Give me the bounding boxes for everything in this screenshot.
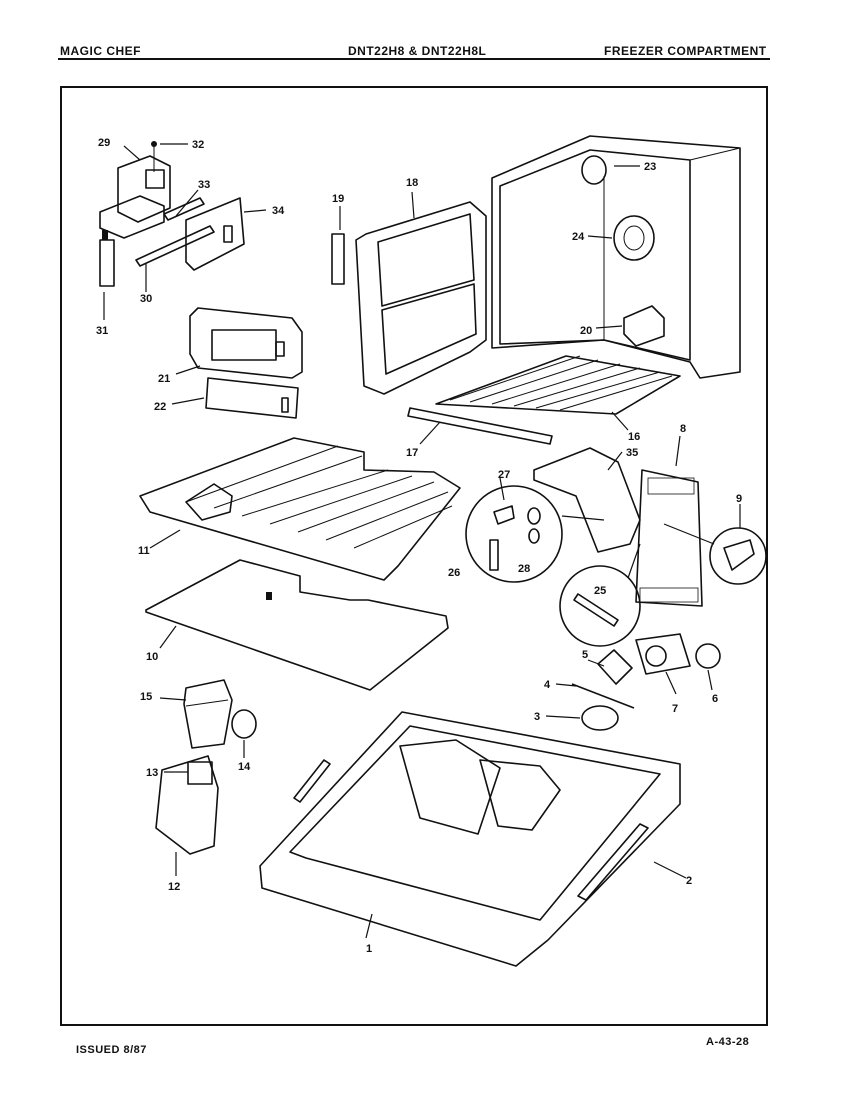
callout-15: 15	[140, 691, 152, 703]
callout-14: 14	[238, 761, 251, 773]
callout-26: 26	[448, 567, 460, 579]
detail-circle-9	[709, 527, 767, 585]
callout-27: 27	[498, 469, 510, 481]
callout-22: 22	[154, 401, 166, 413]
issue-date: ISSUED 8/87	[76, 1044, 147, 1056]
callout-25: 25	[594, 585, 606, 597]
air-duct	[533, 447, 641, 553]
callout-16: 16	[628, 431, 640, 443]
callout-23: 23	[644, 161, 656, 173]
insulation-pad	[145, 559, 449, 691]
callout-2: 2	[686, 875, 692, 887]
callout-labels: 1 2 3 4 5 6 7 8 9 10 11 12 13 14 15 16 1…	[96, 137, 742, 955]
callout-9: 9	[736, 493, 742, 505]
freezer-door-liner	[331, 201, 487, 395]
control-housing	[189, 307, 303, 419]
section-title: FREEZER COMPARTMENT	[604, 44, 767, 58]
brand-label: MAGIC CHEF	[60, 44, 141, 58]
callout-6: 6	[712, 693, 718, 705]
callout-31: 31	[96, 325, 108, 337]
callout-11: 11	[138, 545, 150, 557]
callout-1: 1	[366, 943, 372, 955]
freezer-floor-shelf	[139, 437, 461, 581]
callout-21: 21	[158, 373, 170, 385]
callout-24: 24	[572, 231, 585, 243]
callout-4: 4	[544, 679, 551, 691]
callout-18: 18	[406, 177, 418, 189]
freezer-pan-base	[259, 711, 681, 967]
damper-control-parts	[155, 679, 257, 855]
callout-8: 8	[680, 423, 686, 435]
detail-circle-26-28	[465, 485, 605, 583]
callout-5: 5	[582, 649, 588, 661]
callout-7: 7	[672, 703, 678, 715]
callout-13: 13	[146, 767, 158, 779]
model-numbers: DNT22H8 & DNT22H8L	[348, 44, 487, 58]
leader-lines	[103, 143, 741, 939]
callout-28: 28	[518, 563, 530, 575]
header-rule	[58, 58, 770, 60]
callout-17: 17	[406, 447, 418, 459]
callout-12: 12	[168, 881, 180, 893]
callout-30: 30	[140, 293, 152, 305]
callout-3: 3	[534, 711, 540, 723]
callout-35: 35	[626, 447, 638, 459]
callout-33: 33	[198, 179, 210, 191]
callout-19: 19	[332, 193, 344, 205]
diagram-frame	[60, 86, 768, 1026]
diagram-code: A-43-28	[706, 1036, 750, 1048]
control-bracket-assembly	[99, 141, 245, 287]
callout-20: 20	[580, 325, 592, 337]
wire-shelf	[407, 355, 681, 445]
callout-32: 32	[192, 139, 204, 151]
fan-motor-assembly	[571, 633, 721, 731]
callout-10: 10	[146, 651, 158, 663]
callout-29: 29	[98, 137, 110, 149]
evaporator-cover	[635, 469, 715, 607]
callout-34: 34	[272, 205, 285, 217]
cabinet-interior	[491, 135, 741, 379]
